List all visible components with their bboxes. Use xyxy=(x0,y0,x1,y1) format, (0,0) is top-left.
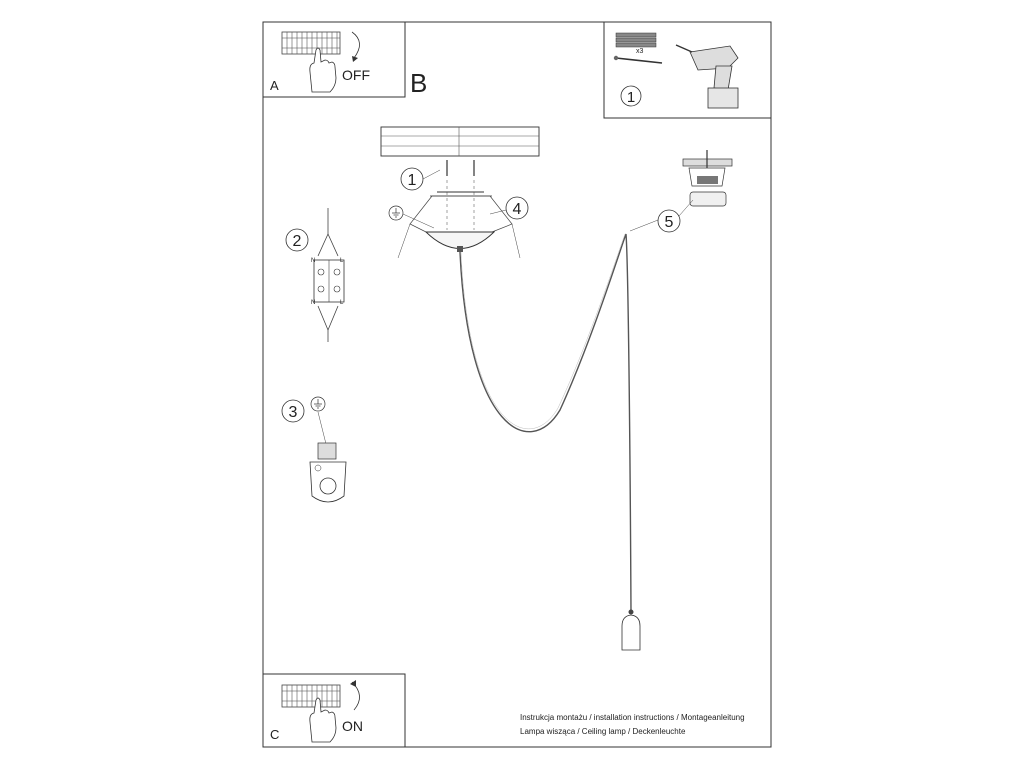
panel-a-letter: A xyxy=(270,78,279,93)
hand-icon xyxy=(309,697,337,743)
hand-icon xyxy=(309,47,337,93)
terminal-n-top: N xyxy=(311,258,315,264)
dowel-quantity: x3 xyxy=(636,48,644,55)
circuit-breaker-icon xyxy=(281,31,341,55)
step-3-number: 3 xyxy=(289,404,298,421)
panel-c: C ON xyxy=(262,673,406,748)
panel-a-frame xyxy=(262,21,406,98)
ceiling-canopy xyxy=(397,195,521,259)
ground-symbol-icon xyxy=(388,205,435,229)
tools-step-badge xyxy=(620,85,642,107)
ground-symbol-icon xyxy=(310,396,326,412)
wall-plug-icon xyxy=(615,32,657,48)
terminal-block-diagram: 2 N L N L xyxy=(285,208,345,342)
step-1-number: 1 xyxy=(408,172,417,189)
callout-step-4: 4 xyxy=(489,196,529,220)
footer-line-1: Instrukcja montażu / installation instru… xyxy=(520,713,745,722)
callout-step-1: 1 xyxy=(400,167,441,191)
footer-line-2: Lampa wisząca / Ceiling lamp / Deckenleu… xyxy=(520,727,686,736)
terminal-n-bottom: N xyxy=(311,300,315,306)
panel-a: A OFF xyxy=(262,21,406,98)
tools-panel: x3 1 xyxy=(603,21,772,119)
switch-on-label: ON xyxy=(342,718,363,734)
drill-icon xyxy=(675,44,739,109)
sheet-border xyxy=(262,21,772,748)
terminal-l-top: L xyxy=(340,258,344,264)
terminal-l-bottom: L xyxy=(340,300,344,306)
panel-c-frame xyxy=(262,673,406,748)
panel-b-letter: B xyxy=(410,68,427,98)
cable-shading xyxy=(460,233,626,430)
mounting-bracket xyxy=(430,191,492,197)
curved-arrow-icon xyxy=(351,31,360,59)
circuit-breaker-icon xyxy=(281,684,341,708)
step-2-number: 2 xyxy=(293,233,302,250)
lamp-socket xyxy=(621,609,641,651)
arrow-head-icon xyxy=(352,56,358,62)
screw-icon xyxy=(613,55,663,64)
fixing-screws xyxy=(446,160,475,230)
switch-off-label: OFF xyxy=(342,67,370,83)
step-5-number: 5 xyxy=(665,214,674,231)
tools-step-number: 1 xyxy=(627,89,635,106)
ground-terminal-diagram: 3 xyxy=(281,396,347,503)
pendant-cable xyxy=(459,233,632,613)
cable-hook-detail xyxy=(682,150,733,207)
arrow-head-icon xyxy=(350,680,356,687)
tools-panel-frame xyxy=(603,21,772,119)
panel-c-letter: C xyxy=(270,727,279,742)
callout-step-5: 5 xyxy=(629,199,694,233)
step-4-number: 4 xyxy=(513,201,522,218)
ceiling-beam xyxy=(380,126,540,157)
